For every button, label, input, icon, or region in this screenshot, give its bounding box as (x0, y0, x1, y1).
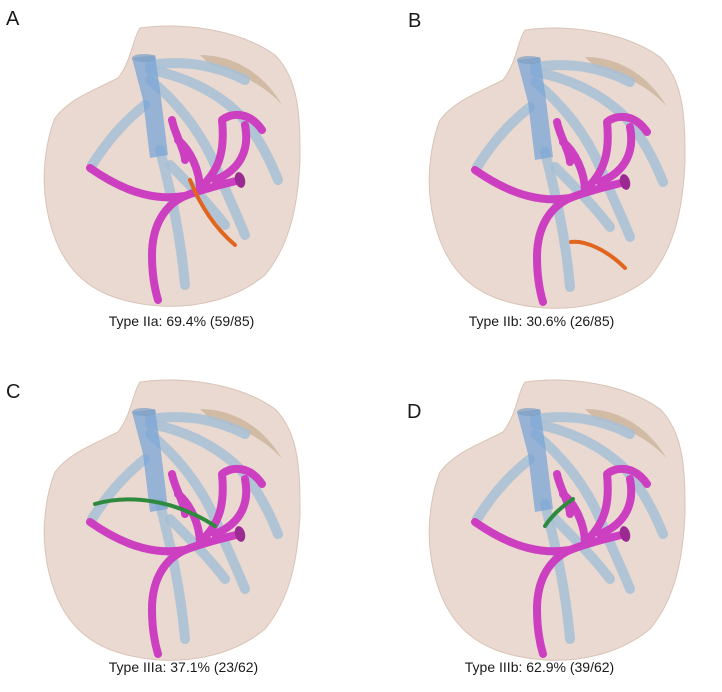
portal-vein-branch (581, 112, 651, 194)
hepatic-vein (472, 454, 535, 524)
liver-model (43, 379, 301, 661)
portal-vein-branch (596, 475, 636, 538)
panel-caption: Type IIIa: 37.1% (23/62) (108, 659, 259, 675)
hepatic-vein (530, 60, 635, 87)
vena-cava-opening (517, 56, 541, 64)
portal-vein-trunk (619, 526, 631, 542)
hepatic-vein (87, 100, 150, 170)
liver-diagram (428, 27, 686, 309)
liver-diagram (43, 379, 301, 661)
panel-b: B Type IIb: 30.6% (26/85) (361, 0, 722, 346)
liver-diagram (428, 379, 686, 661)
portal-vein-branch (553, 118, 574, 166)
panel-letter: D (407, 401, 422, 423)
portal-vein-branch (596, 123, 636, 186)
variant-branch (93, 497, 217, 528)
vena-cava (132, 55, 168, 158)
liver-model (43, 25, 301, 307)
panel-caption: Type IIa: 69.4% (59/85) (108, 313, 255, 329)
panel-letter: B (408, 10, 422, 32)
portal-vein-trunk (234, 172, 246, 188)
portal-vein-branch (581, 464, 651, 546)
hepatic-vein (540, 147, 575, 292)
panel-caption: Type IIb: 30.6% (26/85) (468, 313, 615, 329)
portal-vein-branch (148, 546, 189, 658)
vena-cava-opening (132, 408, 156, 416)
portal-vein-trunk (234, 526, 246, 542)
hepatic-vein (155, 499, 190, 644)
portal-vein-branch (148, 192, 189, 304)
panel-caption: Type IIIb: 62.9% (39/62) (464, 659, 615, 675)
variant-branch (543, 497, 575, 528)
variant-branch (569, 239, 627, 270)
panel-letter: A (6, 8, 20, 30)
vena-cava (517, 409, 553, 512)
panel-c: C Type IIIa: 37.1% (23/62) (0, 346, 361, 692)
liver-diagram (43, 25, 301, 307)
variant-branch (188, 178, 237, 247)
hepatic-vein (472, 102, 535, 172)
vena-cava-opening (132, 54, 156, 62)
portal-vein-branch (533, 546, 574, 658)
hepatic-vein (87, 454, 150, 524)
liver-model (428, 27, 686, 309)
portal-vein-branch (211, 121, 251, 184)
panel-a: A Type IIa: 69.4% (59/85) (0, 0, 361, 346)
hepatic-vein (530, 412, 635, 439)
portal-vein-branch (211, 475, 251, 538)
portal-vein-branch (533, 194, 574, 306)
panel-letter: C (6, 381, 21, 403)
portal-vein-branch (168, 116, 189, 164)
hepatic-vein (145, 58, 250, 85)
vena-cava (517, 57, 553, 160)
portal-vein-trunk (619, 174, 631, 190)
hepatic-vein (145, 412, 250, 439)
hepatic-vein (540, 499, 575, 644)
portal-vein-branch (196, 110, 266, 192)
vena-cava (132, 409, 168, 512)
vena-cava-opening (517, 408, 541, 416)
panel-d: D Type IIIb: 62.9% (39/62) (361, 346, 722, 692)
hepatic-vein (155, 145, 190, 290)
portal-vein-branch (553, 470, 574, 518)
liver-model (428, 379, 686, 661)
